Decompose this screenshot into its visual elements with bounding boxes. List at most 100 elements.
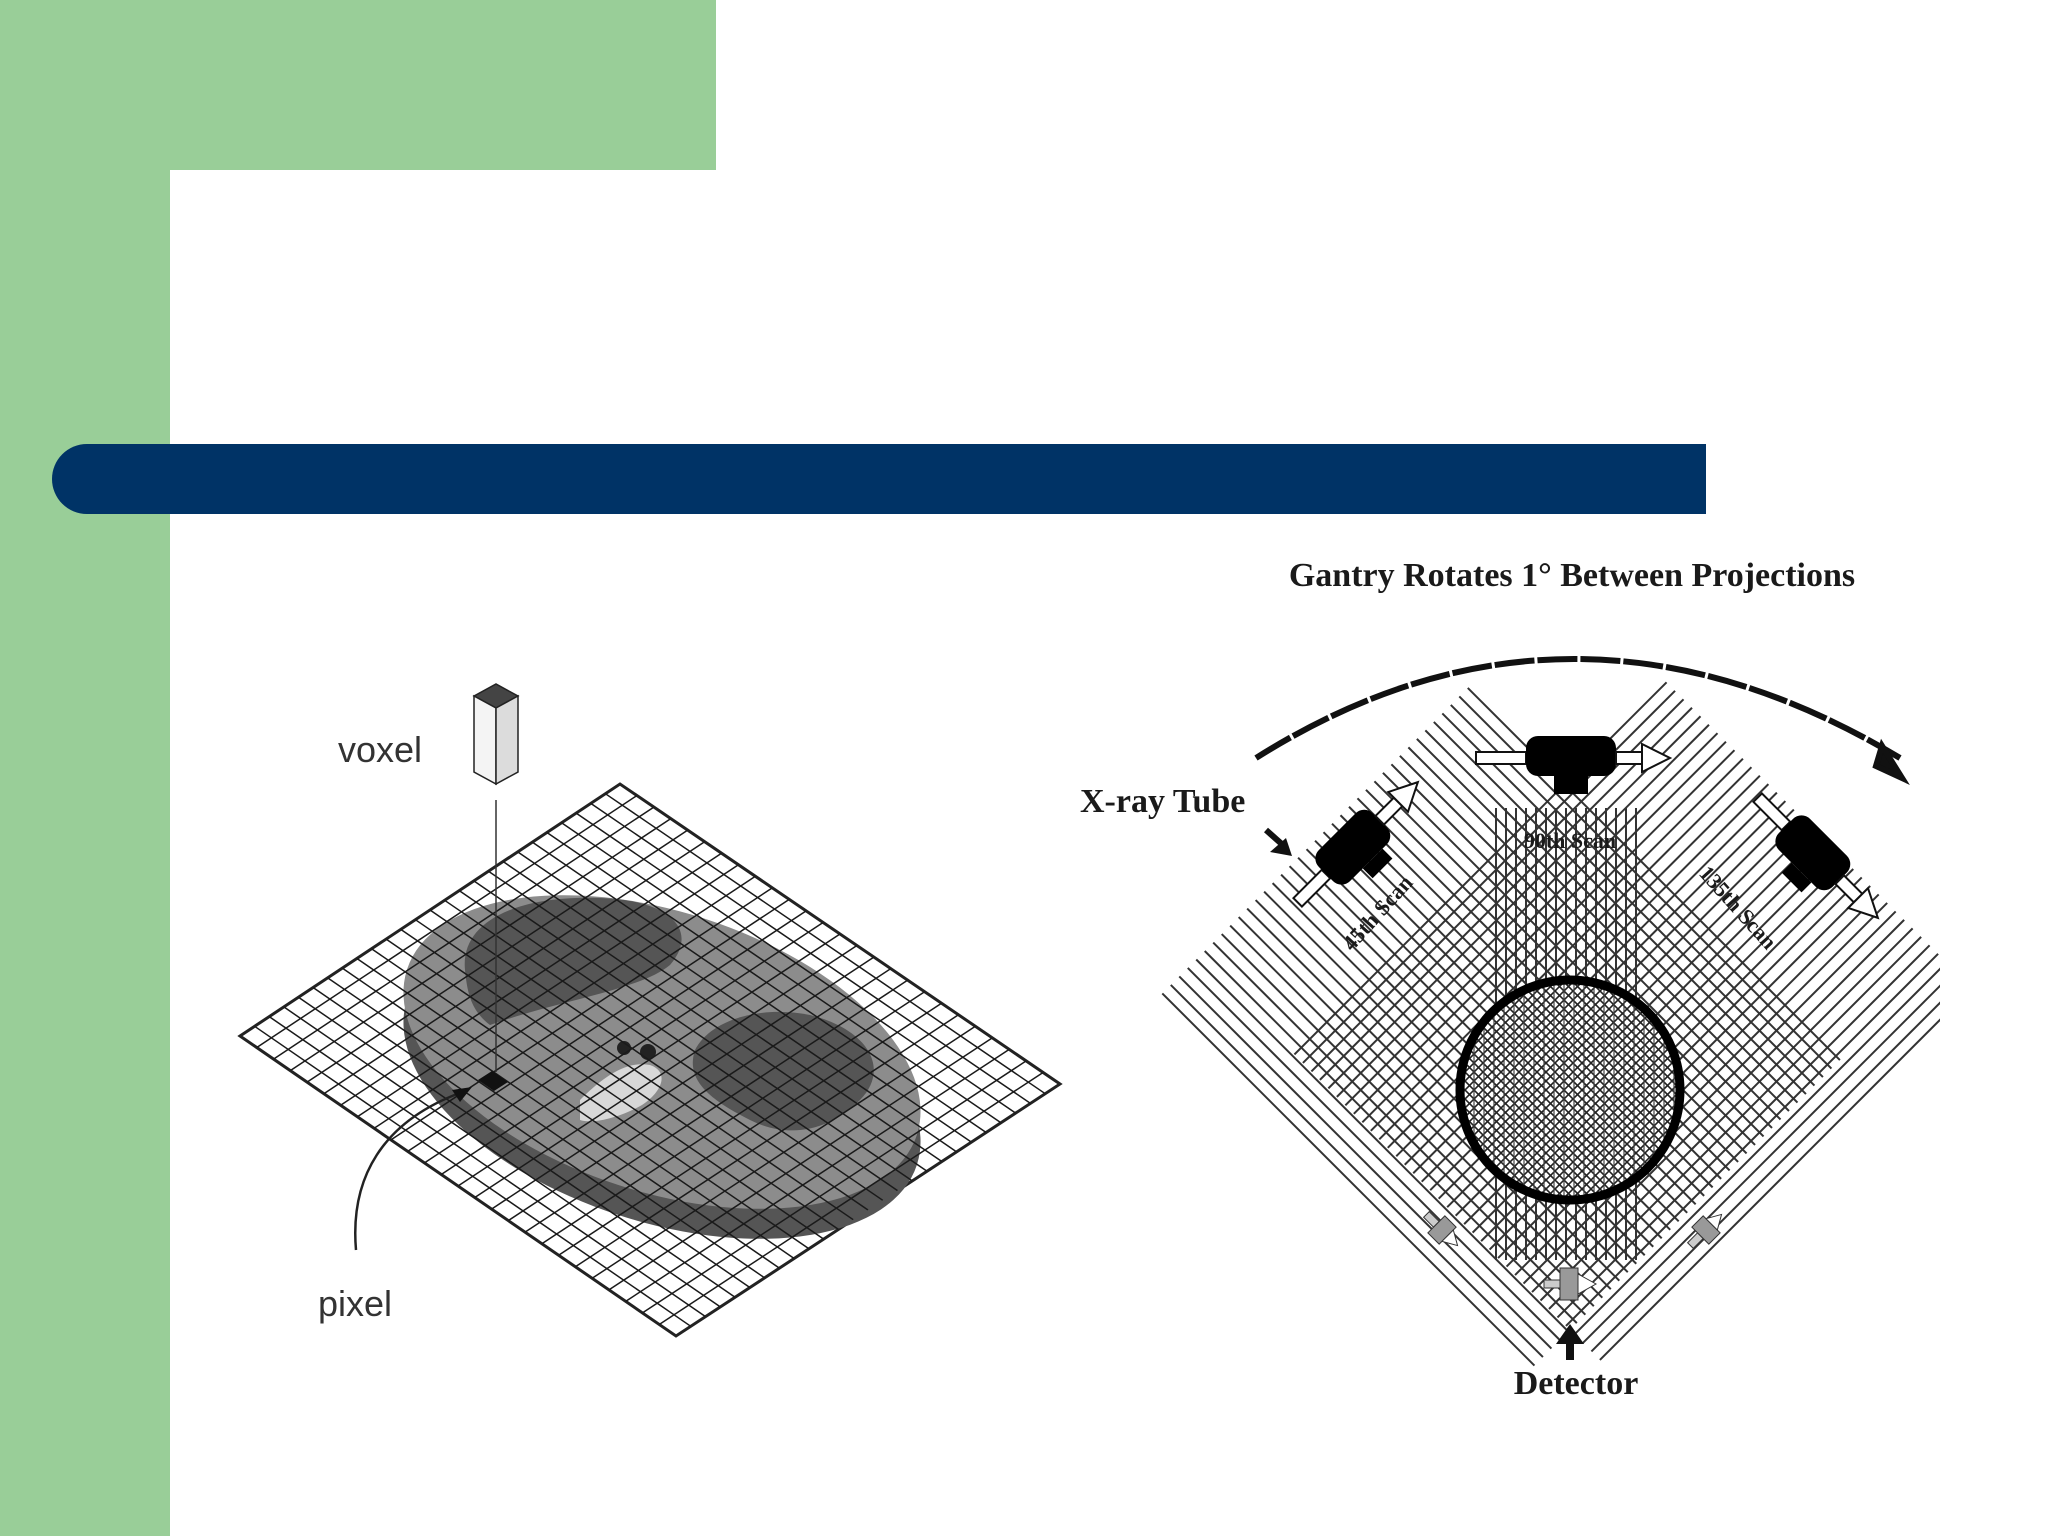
hatch-line bbox=[1464, 984, 1676, 1196]
detector-left bbox=[1422, 1210, 1459, 1247]
beam-135 bbox=[1370, 757, 1744, 1132]
grid-line bbox=[574, 1014, 959, 1268]
beam-45 bbox=[1220, 933, 1595, 1307]
beam-45 bbox=[1424, 729, 1799, 1104]
beam-45 bbox=[1399, 755, 1773, 1129]
grid-lines bbox=[254, 793, 1046, 1327]
beam-45 bbox=[1161, 992, 1536, 1367]
grid-line bbox=[524, 979, 909, 1233]
beam-135 bbox=[1327, 715, 1702, 1090]
hatch-line bbox=[1464, 984, 1676, 1196]
beam-45 bbox=[1433, 721, 1807, 1095]
grid-line bbox=[591, 1025, 976, 1279]
beam-45 bbox=[1237, 916, 1612, 1290]
beam-135 bbox=[1565, 953, 1939, 1327]
voxel-pixel-diagram: voxel pixel bbox=[237, 683, 1063, 1338]
title-bar bbox=[52, 444, 1706, 514]
grid-line bbox=[558, 1002, 942, 1256]
hatch-line bbox=[1464, 984, 1676, 1196]
detector-label: Detector bbox=[1514, 1365, 1639, 1402]
grid-line bbox=[488, 870, 928, 1172]
grid-line bbox=[507, 967, 892, 1222]
beam-135 bbox=[1531, 919, 1905, 1293]
beam-135 bbox=[1556, 944, 1931, 1319]
grid-line bbox=[474, 944, 858, 1199]
patient-hatch bbox=[1464, 984, 1676, 1196]
beam-45 bbox=[1212, 941, 1587, 1316]
beam-135 bbox=[1353, 740, 1727, 1115]
hatch-line bbox=[1464, 984, 1676, 1196]
grid-line bbox=[590, 802, 1031, 1105]
beam-135 bbox=[1319, 707, 1693, 1081]
beam-45 bbox=[1441, 712, 1816, 1087]
xray-tube-arrowhead bbox=[1270, 838, 1292, 856]
beam-135 bbox=[1336, 724, 1710, 1098]
beam-45 bbox=[1382, 772, 1756, 1146]
grid-line bbox=[457, 933, 841, 1187]
ct-gantry-diagram: Gantry Rotates 1° Between Projections bbox=[1080, 557, 1940, 1402]
beam-45 bbox=[1170, 984, 1544, 1358]
hatch-line bbox=[1464, 984, 1676, 1196]
beam-135 bbox=[1573, 967, 1940, 1336]
hatch-line bbox=[1464, 984, 1676, 1196]
grid-line bbox=[642, 1060, 1027, 1314]
pixel-arrowhead bbox=[452, 1087, 472, 1102]
grid-line bbox=[546, 831, 987, 1134]
hatch-line bbox=[1464, 984, 1676, 1196]
scan-135-label: 135th Scan bbox=[1694, 861, 1782, 954]
xray-tube-90 bbox=[1475, 736, 1673, 794]
grid-line bbox=[531, 841, 972, 1143]
hatch-line bbox=[1464, 984, 1676, 1196]
grid-line bbox=[575, 812, 1017, 1114]
hatch-line bbox=[1464, 984, 1676, 1196]
xray-tube-45 bbox=[1292, 780, 1420, 908]
beam-135 bbox=[1387, 774, 1761, 1149]
grid-line bbox=[561, 822, 1002, 1124]
grid-line bbox=[658, 1071, 1044, 1326]
grid-line bbox=[625, 1048, 1010, 1303]
hatch-line bbox=[1464, 984, 1666, 1196]
beam-135 bbox=[1548, 936, 1922, 1310]
hatch-line bbox=[1464, 984, 1676, 1196]
beam-45 bbox=[1416, 738, 1790, 1112]
beam-135 bbox=[1522, 910, 1897, 1285]
hatch-line bbox=[1464, 984, 1676, 1196]
hatch-line bbox=[1471, 984, 1676, 1196]
xray-tube-label: X-ray Tube bbox=[1080, 783, 1245, 820]
hatch-line bbox=[1464, 984, 1676, 1196]
grid-line bbox=[604, 793, 1046, 1095]
hatch-line bbox=[1464, 984, 1676, 1196]
beam-135 bbox=[1505, 893, 1880, 1268]
beam-135 bbox=[1590, 1001, 1940, 1353]
hatch-line bbox=[1464, 984, 1676, 1196]
patient-outline bbox=[1455, 975, 1685, 1205]
hatch-line bbox=[1464, 984, 1676, 1196]
beam-45 bbox=[1390, 763, 1765, 1138]
beam-45 bbox=[1407, 746, 1782, 1121]
hatch-line bbox=[1464, 984, 1676, 1196]
beam-45 bbox=[1229, 924, 1604, 1299]
beam-45 bbox=[1195, 958, 1570, 1333]
beam-135 bbox=[1599, 1018, 1940, 1361]
scan-90-label: 90th Scan bbox=[1524, 828, 1616, 853]
beam-45 bbox=[1187, 967, 1561, 1341]
beam-135 bbox=[1582, 984, 1940, 1344]
grid-line bbox=[473, 880, 913, 1182]
patient-circle bbox=[1464, 984, 1676, 1196]
beam-45 bbox=[1204, 950, 1578, 1324]
rotation-arc bbox=[1254, 656, 1902, 761]
green-accent-left bbox=[0, 0, 170, 1536]
beam-135 bbox=[1514, 902, 1888, 1276]
voxel-icon bbox=[472, 683, 520, 1072]
pixel-cell bbox=[478, 1071, 508, 1091]
beam-45 bbox=[1373, 780, 1748, 1155]
pixel-label: pixel bbox=[318, 1283, 392, 1324]
grid-line bbox=[458, 889, 898, 1192]
beam-45 bbox=[1246, 907, 1620, 1282]
beam-135 bbox=[1378, 766, 1753, 1140]
rotation-arrowhead bbox=[1872, 738, 1910, 785]
hatch-line bbox=[1464, 984, 1676, 1196]
hatch-line bbox=[1464, 984, 1676, 1196]
beam-135 bbox=[1539, 927, 1914, 1302]
beam-135 bbox=[1361, 749, 1736, 1124]
